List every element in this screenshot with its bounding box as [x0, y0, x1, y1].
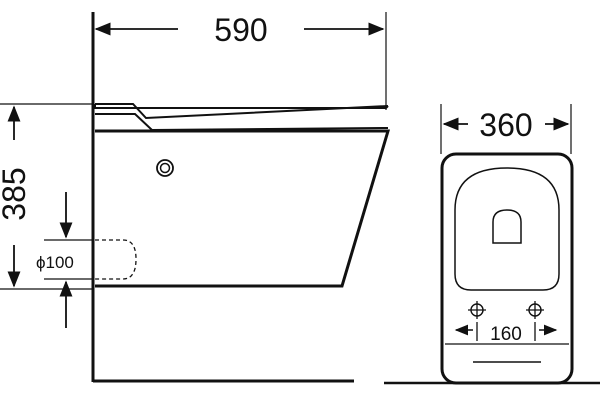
front-body-outline	[440, 152, 574, 385]
height-label: 385	[0, 167, 32, 220]
seat-outline	[454, 167, 560, 291]
height-dimension-385: 385	[0, 103, 93, 290]
pipe-dimension: ϕ100	[36, 192, 93, 328]
bowl-opening	[492, 209, 522, 244]
seat-top-edge	[95, 103, 389, 120]
front-width-label: 360	[479, 107, 532, 143]
bowl-body	[95, 129, 391, 288]
side-view: 590 385 ϕ100	[0, 12, 391, 383]
width-label: 590	[214, 12, 267, 48]
flush-button-outer	[156, 159, 174, 177]
spacing-label: 160	[490, 324, 522, 345]
flush-button-inner	[159, 162, 171, 174]
fixing-hole-right	[526, 301, 544, 319]
lid-top-surface	[94, 104, 389, 109]
seat-lower-edge	[95, 113, 389, 132]
waste-pipe-outline	[95, 239, 137, 280]
pipe-label: ϕ100	[36, 253, 74, 272]
width-dimension-360: 360	[440, 104, 572, 154]
width-dimension-590: 590	[94, 12, 387, 110]
front-view: 360 160	[384, 104, 600, 385]
spacing-dimension-160: 160	[454, 322, 558, 345]
fixing-hole-left	[468, 301, 486, 319]
